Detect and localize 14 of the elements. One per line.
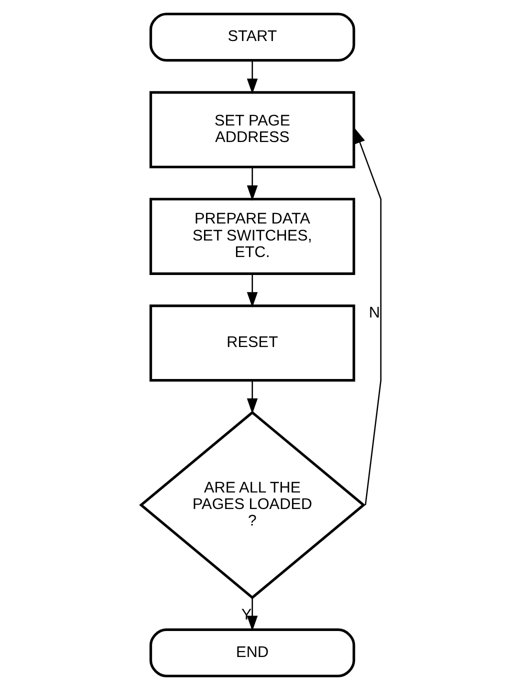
arrow	[354, 128, 381, 506]
node-box: START	[149, 12, 355, 62]
node-box: END	[149, 628, 355, 678]
arrow	[246, 60, 258, 94]
edge-label: N	[368, 304, 380, 322]
edge-label: Y	[240, 606, 252, 624]
arrow	[246, 380, 258, 414]
node-box: RESET	[149, 304, 355, 382]
node-box: PREPARE DATA SET SWITCHES, ETC.	[149, 198, 355, 275]
node-box: SET PAGE ADDRESS	[149, 91, 355, 168]
node-diamond: ARE ALL THE PAGES LOADED ?	[138, 410, 366, 600]
arrow	[246, 167, 258, 201]
arrow	[246, 274, 258, 308]
arrow	[246, 598, 258, 632]
